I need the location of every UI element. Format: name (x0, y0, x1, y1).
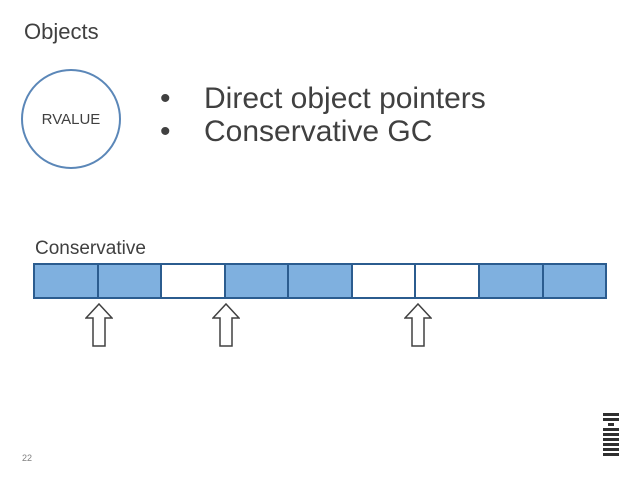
bullet-text: Conservative GC (204, 115, 433, 148)
rvalue-label: RVALUE (41, 110, 101, 128)
memory-cell-filled (98, 265, 163, 297)
memory-cell-filled (225, 265, 290, 297)
up-arrow-icon (212, 303, 241, 347)
bullet-item: • Conservative GC (160, 115, 486, 148)
memory-cell-filled (543, 265, 606, 297)
up-arrow-icon (84, 303, 113, 347)
slide-title: Objects (24, 19, 99, 44)
memory-cell-empty (416, 265, 480, 297)
ibm-logo-icon (603, 413, 619, 456)
memory-cell-empty (352, 265, 417, 297)
memory-row (33, 263, 607, 299)
memory-cell-filled (479, 265, 544, 297)
memory-cell-filled (35, 265, 99, 297)
bullet-text: Direct object pointers (204, 82, 486, 115)
bullet-item: • Direct object pointers (160, 82, 486, 115)
conservative-label: Conservative (35, 238, 146, 259)
bullet-dot: • (160, 82, 171, 115)
rvalue-circle: RVALUE (21, 69, 121, 169)
bullet-dot: • (160, 115, 171, 148)
page-number: 22 (22, 453, 33, 463)
memory-cell-empty (162, 265, 226, 297)
memory-cell-filled (289, 265, 353, 297)
bullet-list: • Direct object pointers • Conservative … (160, 82, 486, 148)
up-arrow-icon (403, 303, 432, 347)
